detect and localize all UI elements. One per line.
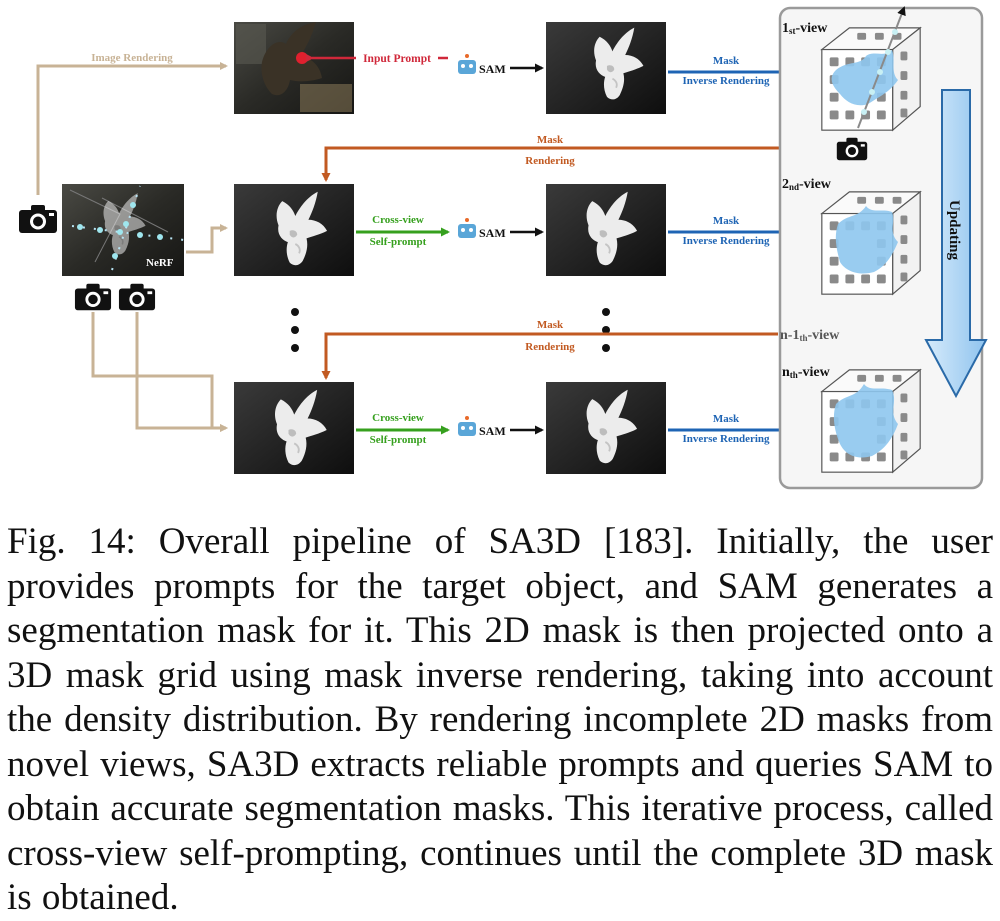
mask-grid-cube (821, 191, 921, 295)
mask-panel (546, 22, 666, 114)
svg-text:n-1th-view: n-1th-view (780, 328, 840, 343)
view-label-1st: 1st-view (782, 21, 828, 36)
nerf-panel: NeRF (62, 184, 185, 276)
inverse-rendering-label: Inverse Rendering (682, 75, 770, 87)
inverse-rendering-label: Inverse Rendering (682, 235, 770, 247)
input-prompt-connector: Input Prompt (306, 50, 448, 66)
cross-view-label: Cross-view (372, 214, 424, 226)
input-prompt-label: Input Prompt (363, 53, 431, 65)
nerf-label: NeRF (146, 257, 174, 269)
rendered-mask-panel (234, 382, 354, 474)
mask-grid-cube (821, 369, 921, 473)
image-rendering-path: Image Rendering (36, 52, 228, 195)
sam-label: SAM (479, 424, 506, 438)
mask-rendering-connector: Mask Rendering (321, 134, 838, 182)
sam-block: SAM (458, 54, 506, 76)
svg-text:1st-view: 1st-view (782, 21, 828, 36)
self-prompt-connector: Cross-view Self-prompt (356, 214, 450, 248)
mask-rendering-connector: Mask Rendering (321, 319, 778, 380)
mask-grid-cube (821, 6, 921, 131)
cross-view-label: Cross-view (372, 412, 424, 424)
nerf-to-views-paths (91, 224, 228, 432)
mask-label: Mask (713, 215, 740, 227)
updating-arrow: Updating (924, 89, 988, 399)
camera-icon (19, 205, 57, 233)
sam-block: SAM (458, 218, 506, 240)
sa3d-pipeline-diagram: Image Rendering NeRF Input Prompt (19, 6, 988, 490)
camera-icon (118, 283, 156, 311)
sam-block: SAM (458, 416, 506, 438)
self-prompt-label: Self-prompt (370, 434, 427, 446)
sam-label: SAM (479, 62, 506, 76)
image-rendering-label: Image Rendering (91, 52, 173, 64)
view-label-n-1th: n-1th-view (780, 328, 840, 343)
mask-label: Mask (537, 134, 564, 146)
mask-label: Mask (713, 55, 740, 67)
figure-caption: Fig. 14: Overall pipeline of SA3D [183].… (7, 521, 993, 918)
input-photo-panel (234, 22, 354, 114)
mask-panel (546, 382, 666, 474)
svg-text:nth-view: nth-view (782, 365, 831, 380)
mask-label: Mask (713, 413, 740, 425)
mask-label: Mask (537, 319, 564, 331)
sam-label: SAM (479, 226, 506, 240)
rendering-label: Rendering (525, 341, 575, 353)
view-label-2nd: 2nd-view (782, 177, 832, 192)
updating-label: Updating (946, 200, 962, 261)
rendered-mask-panel (234, 184, 354, 276)
inverse-rendering-label: Inverse Rendering (682, 433, 770, 445)
self-prompt-connector: Cross-view Self-prompt (356, 412, 450, 446)
camera-icon (74, 283, 112, 311)
rendering-label: Rendering (525, 155, 575, 167)
self-prompt-label: Self-prompt (370, 236, 427, 248)
mask-panel (546, 184, 666, 276)
svg-text:2nd-view: 2nd-view (782, 177, 832, 192)
view-label-nth: nth-view (782, 365, 831, 380)
